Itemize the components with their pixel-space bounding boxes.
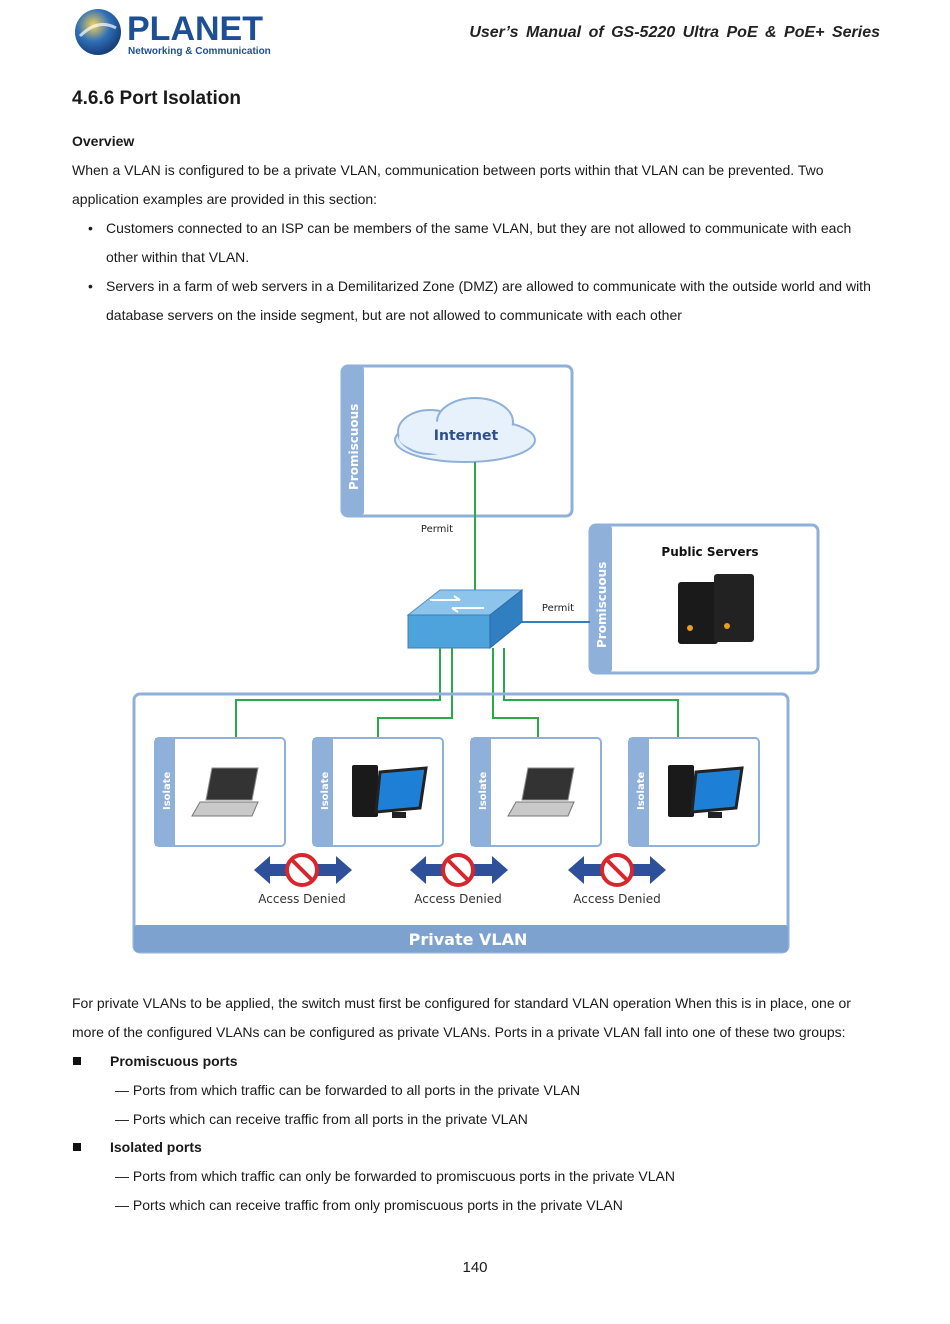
logo-wordmark: PLANET bbox=[127, 10, 263, 48]
svg-text:Isolate: Isolate bbox=[478, 772, 489, 810]
access-denied-3: Access Denied bbox=[568, 853, 666, 906]
group-item: — Ports from which traffic can only be f… bbox=[115, 1168, 675, 1184]
bullet-marker: • bbox=[88, 220, 93, 236]
bullet-item: Customers connected to an ISP can be mem… bbox=[106, 220, 852, 265]
svg-text:Isolate: Isolate bbox=[320, 772, 331, 810]
logo-tagline: Networking & Communication bbox=[128, 46, 271, 57]
desktop-icon bbox=[668, 765, 744, 818]
group-item: — Ports which can receive traffic from o… bbox=[115, 1197, 623, 1213]
internet-label: Internet bbox=[434, 428, 499, 444]
intro-paragraph: When a VLAN is configured to be a privat… bbox=[72, 162, 824, 207]
permit-label: Permit bbox=[421, 524, 453, 535]
cloud-icon bbox=[394, 397, 536, 463]
permit-label: Permit bbox=[542, 603, 574, 614]
promiscuous-label: Promiscuous bbox=[347, 404, 361, 490]
square-bullet-icon bbox=[73, 1057, 81, 1065]
svg-text:Isolate: Isolate bbox=[636, 772, 647, 810]
square-bullet-icon bbox=[73, 1143, 81, 1151]
promiscuous-label: Promiscuous bbox=[595, 562, 609, 648]
group-item: — Ports from which traffic can be forwar… bbox=[115, 1082, 581, 1098]
access-denied-2: Access Denied bbox=[410, 853, 508, 906]
private-vlan-band bbox=[134, 925, 788, 952]
planet-logo: PLANET Networking & Communication bbox=[72, 6, 272, 60]
switch-icon bbox=[406, 588, 524, 650]
body-paragraph: For private VLANs to be applied, the swi… bbox=[72, 995, 851, 1040]
private-vlan-label: Private VLAN bbox=[409, 930, 528, 949]
svg-text:Access Denied: Access Denied bbox=[258, 892, 345, 906]
isolate-box-1: Isolate bbox=[154, 737, 286, 847]
globe-icon bbox=[75, 9, 121, 55]
desktop-icon bbox=[352, 765, 428, 818]
laptop-icon bbox=[507, 767, 575, 817]
public-servers-zone: Promiscuous Public Servers bbox=[588, 523, 820, 675]
isolate-box-4: Isolate bbox=[628, 737, 760, 847]
laptop-icon bbox=[191, 767, 259, 817]
group-title: Isolated ports bbox=[110, 1139, 202, 1155]
overview-heading: Overview bbox=[72, 133, 135, 149]
bullet-marker: • bbox=[88, 278, 93, 294]
bullet-item: Servers in a farm of web servers in a De… bbox=[106, 278, 871, 323]
svg-text:Isolate: Isolate bbox=[162, 772, 173, 810]
isolate-box-2: Isolate bbox=[312, 737, 444, 847]
page-number: 140 bbox=[462, 1259, 488, 1276]
access-denied-1: Access Denied bbox=[254, 853, 352, 906]
manual-title: User’s Manual of GS-5220 Ultra PoE & PoE… bbox=[469, 24, 880, 41]
server-icon bbox=[678, 574, 754, 644]
group-title: Promiscuous ports bbox=[110, 1053, 238, 1069]
group-item: — Ports which can receive traffic from a… bbox=[115, 1111, 528, 1127]
public-servers-label: Public Servers bbox=[661, 545, 758, 559]
svg-text:Access Denied: Access Denied bbox=[414, 892, 501, 906]
section-title: 4.6.6 Port Isolation bbox=[72, 88, 241, 109]
isolate-box-3: Isolate bbox=[470, 737, 602, 847]
private-vlan-diagram: Promiscuous Internet Promiscuous Public … bbox=[130, 360, 830, 960]
svg-text:Access Denied: Access Denied bbox=[573, 892, 660, 906]
internet-zone: Promiscuous Internet bbox=[340, 364, 574, 518]
